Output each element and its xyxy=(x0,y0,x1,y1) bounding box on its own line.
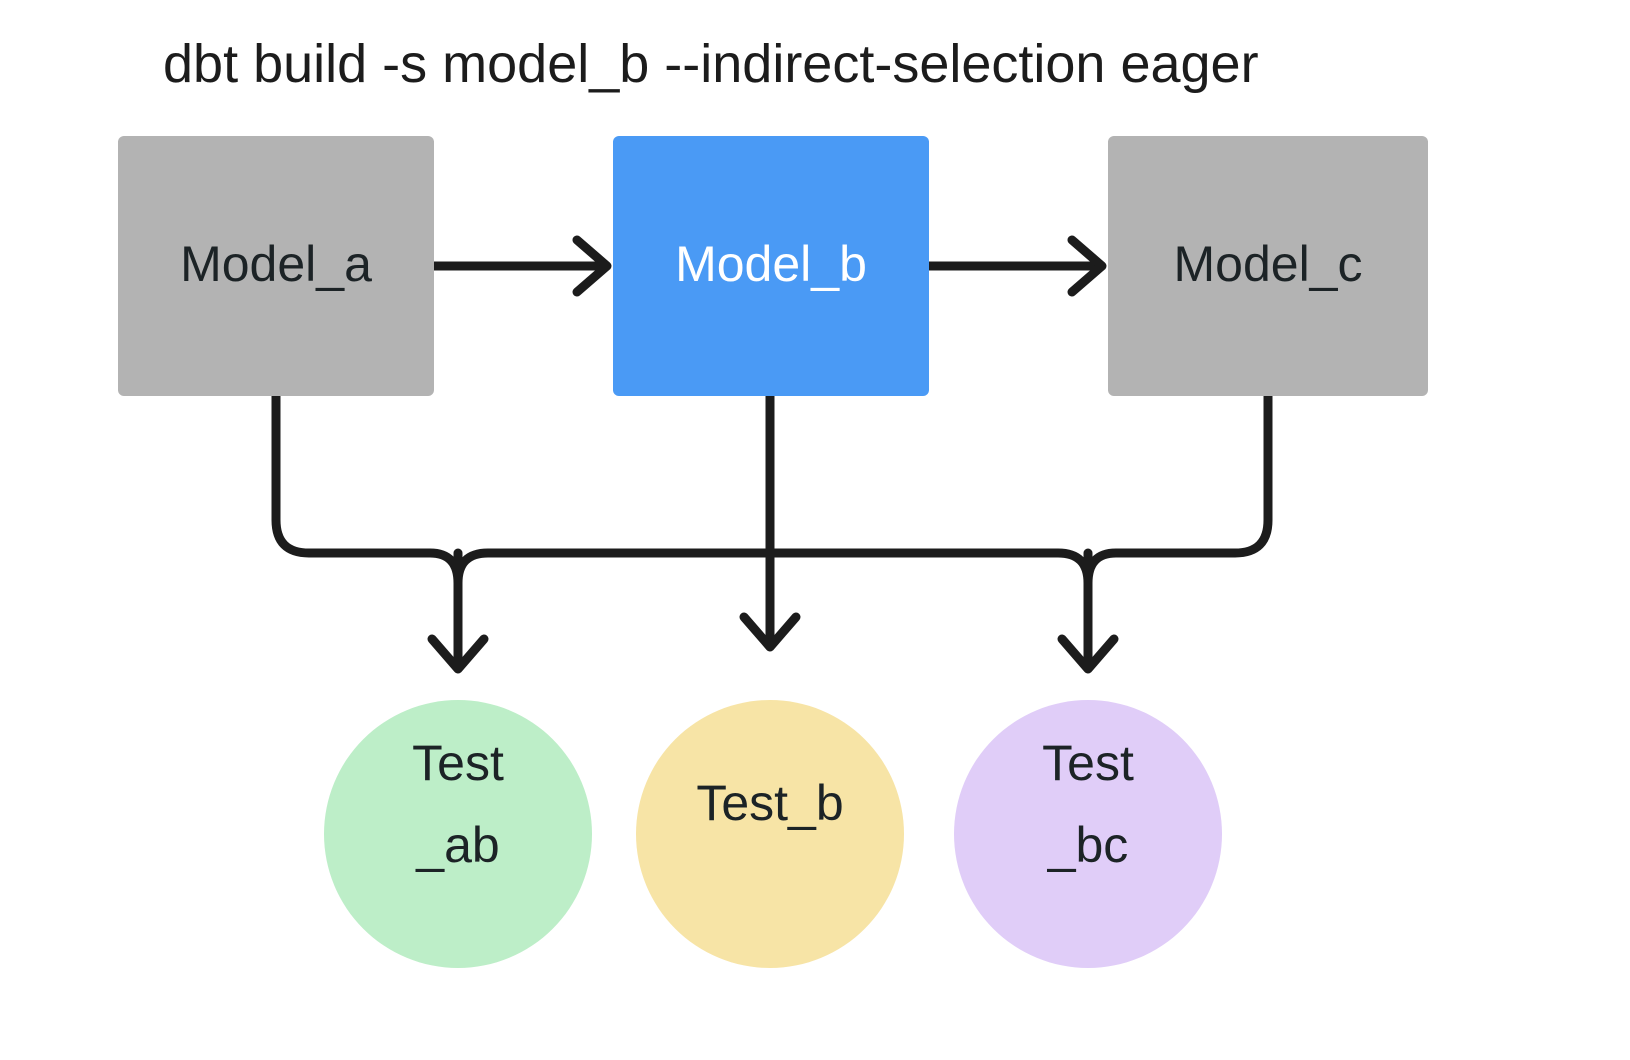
model-a-box[interactable] xyxy=(118,136,434,396)
edge-model-b-to-test-b xyxy=(739,391,801,652)
model-node-model-c[interactable]: Model_c xyxy=(1108,136,1428,396)
model-node-layer: Model_a Model_b Model_c xyxy=(118,136,1428,396)
edge-model-c-to-test-bc xyxy=(1083,391,1273,588)
test-ab-label-line-2: _ab xyxy=(415,817,499,873)
model-node-model-a[interactable]: Model_a xyxy=(118,136,434,396)
model-a-label: Model_a xyxy=(180,236,372,292)
test-node-test-bc[interactable]: Test _bc xyxy=(954,700,1222,968)
test-ab-circle[interactable] xyxy=(324,700,592,968)
model-b-label: Model_b xyxy=(675,236,867,292)
test-bc-label-line-1: Test xyxy=(1042,735,1134,791)
edge-model-b-to-test-ab xyxy=(453,548,775,588)
model-c-box[interactable] xyxy=(1108,136,1428,396)
test-node-test-b[interactable]: Test_b xyxy=(636,700,904,968)
model-node-model-b[interactable]: Model_b xyxy=(613,136,929,396)
test-node-test-ab[interactable]: Test _ab xyxy=(324,700,592,968)
edge-model-a-to-test-ab xyxy=(271,391,463,588)
model-b-box[interactable] xyxy=(613,136,929,396)
test-node-layer: Test _ab Test_b Test _bc xyxy=(324,700,1222,968)
arrow-into-test-bc xyxy=(1057,548,1119,674)
test-bc-label-line-2: _bc xyxy=(1047,817,1129,873)
page-title: dbt build -s model_b --indirect-selectio… xyxy=(163,34,1259,94)
arrow-into-test-ab xyxy=(427,548,489,674)
test-b-label-line-1: Test_b xyxy=(696,775,843,831)
test-ab-label-line-1: Test xyxy=(412,735,504,791)
edge-model-a-to-model-b xyxy=(429,235,612,297)
model-c-label: Model_c xyxy=(1174,236,1363,292)
edge-model-b-to-test-bc xyxy=(765,548,1093,588)
edge-layer xyxy=(271,235,1273,674)
test-b-circle[interactable] xyxy=(636,700,904,968)
edge-model-b-to-model-c xyxy=(924,235,1107,297)
test-bc-circle[interactable] xyxy=(954,700,1222,968)
